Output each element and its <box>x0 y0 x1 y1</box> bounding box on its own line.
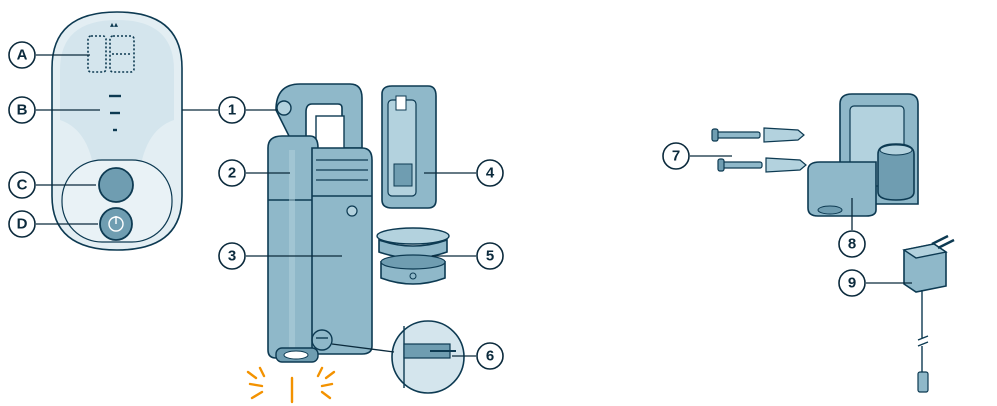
level-indicator <box>109 94 121 132</box>
button-c[interactable] <box>98 167 134 203</box>
svg-text:B: B <box>17 102 28 119</box>
svg-text:5: 5 <box>486 248 494 265</box>
control-panel: ▴▴ <box>51 11 183 251</box>
svg-text:4: 4 <box>486 165 495 182</box>
callout-d: D <box>8 210 36 238</box>
callout-a: A <box>8 41 36 69</box>
leader-lines <box>36 54 912 357</box>
callout-3: 3 <box>218 242 246 270</box>
wall-bracket <box>381 85 437 209</box>
svg-text:9: 9 <box>848 275 856 292</box>
callout-4: 4 <box>476 159 504 187</box>
power-adapter <box>902 234 955 393</box>
segment-display-icon: ▴▴ <box>87 20 135 73</box>
power-button[interactable] <box>99 207 133 241</box>
svg-text:6: 6 <box>486 348 494 365</box>
svg-text:8: 8 <box>848 236 856 253</box>
callout-6: 6 <box>476 342 504 370</box>
charging-station <box>807 93 919 217</box>
callout-8: 8 <box>838 230 866 258</box>
svg-text:C: C <box>17 177 28 194</box>
svg-text:2: 2 <box>228 165 236 182</box>
callout-b: B <box>8 96 36 124</box>
adapter-ring <box>376 227 450 285</box>
svg-text:3: 3 <box>228 248 236 265</box>
svg-text:7: 7 <box>672 148 680 165</box>
svg-text:D: D <box>17 216 28 233</box>
vacuum-unit <box>267 83 465 394</box>
callout-1: 1 <box>218 96 246 124</box>
screws-and-wall-plugs <box>711 127 807 173</box>
charging-light-icon <box>246 366 336 404</box>
svg-text:A: A <box>17 47 28 64</box>
callout-5: 5 <box>476 242 504 270</box>
callout-9: 9 <box>838 269 866 297</box>
callout-c: C <box>8 171 36 199</box>
callout-2: 2 <box>218 159 246 187</box>
contact-detail-zoom <box>391 320 465 394</box>
svg-text:1: 1 <box>228 102 236 119</box>
callout-7: 7 <box>662 142 690 170</box>
svg-text:▴▴: ▴▴ <box>110 20 118 29</box>
